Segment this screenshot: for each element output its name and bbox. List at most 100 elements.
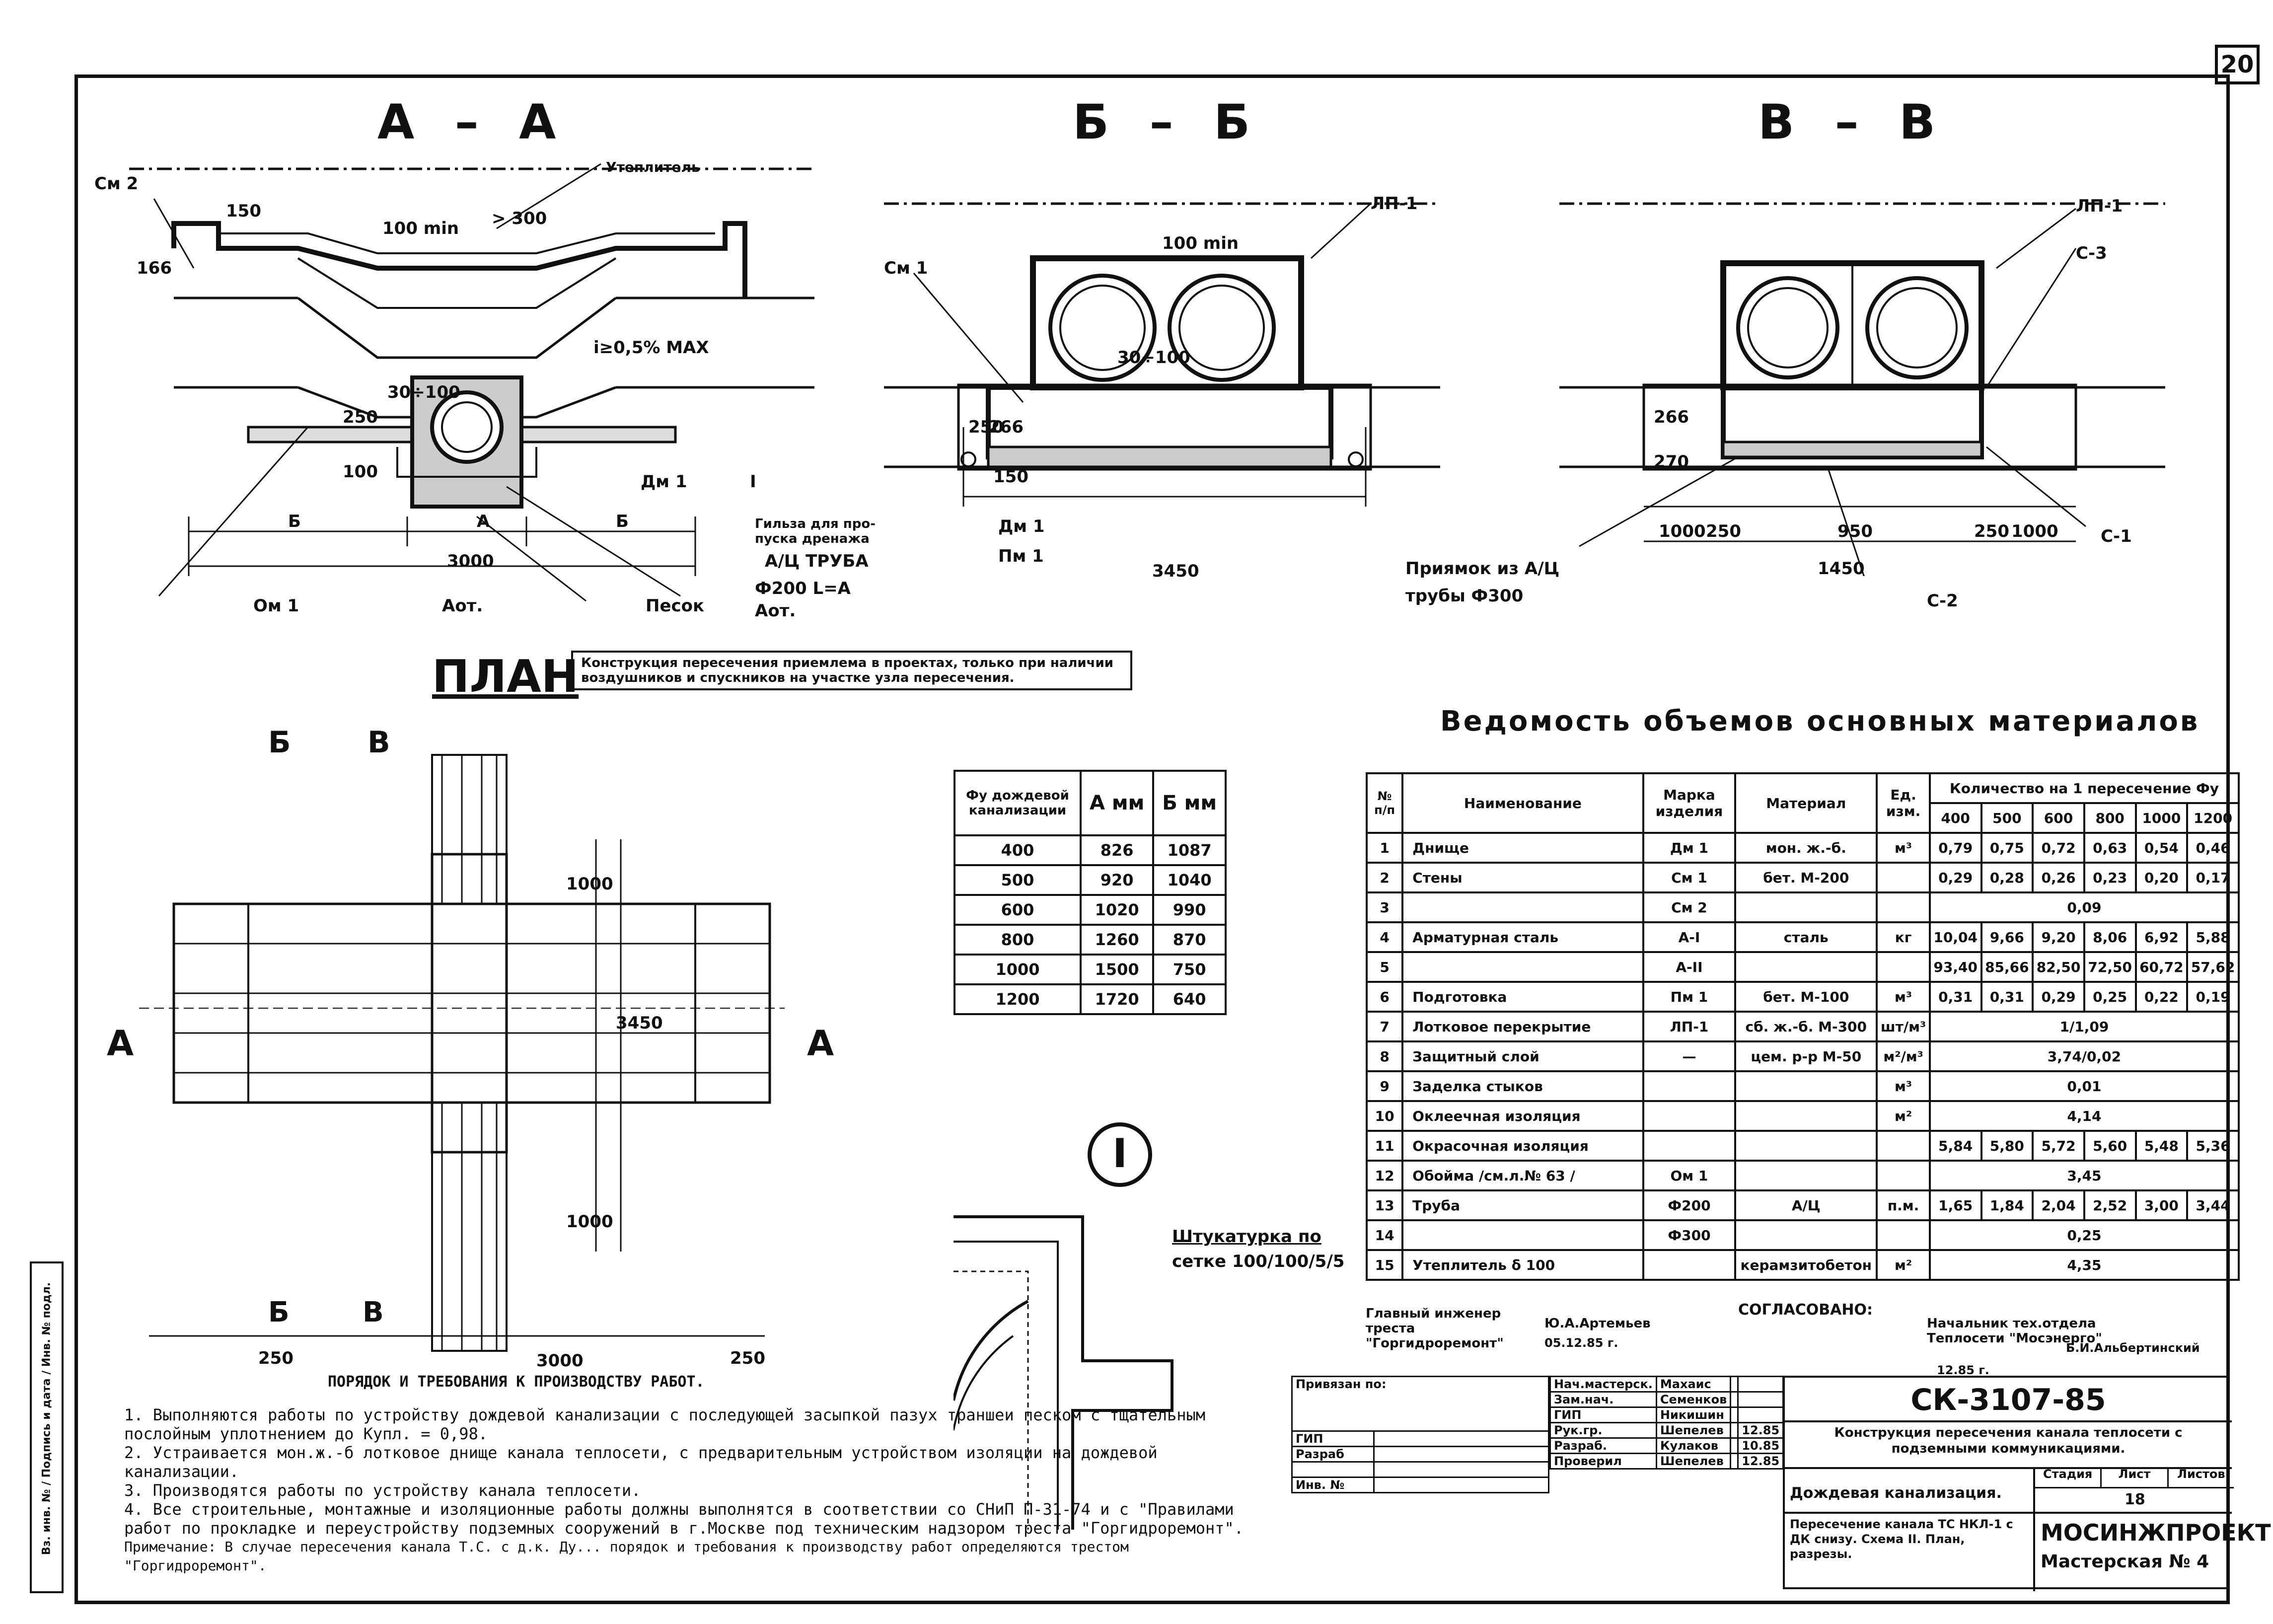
mat-cell-n: 3 [1365,891,1404,923]
mat-cell-n: 7 [1365,1011,1404,1042]
mat-cell-unit: п.м. [1876,1189,1931,1221]
tb-role-name: Махаис [1655,1376,1732,1393]
tb-role-name: Шепелев [1655,1422,1732,1439]
mat-diam: 1200 [2186,802,2240,834]
tb-role-role: Нач.мастерск. [1549,1376,1657,1393]
mat-cell-material [1734,951,1878,983]
mat-cell-mark: — [1642,1040,1737,1072]
mat-cell-name: Лотковое перекрытие [1401,1011,1644,1042]
aa-dim-100min: 100 min [382,219,459,238]
mat-cell-name: Оклеечная изоляция [1401,1100,1644,1132]
aa-dim-b2: Б [616,512,629,531]
aa-om1: Ом 1 [253,596,299,616]
plan-cut-v-bottom: В [363,1296,384,1329]
bb-dm1: Дм 1 [998,517,1045,536]
mat-cell-mark: Ф200 [1642,1189,1737,1221]
mat-cell-qty: 5,72 [2032,1130,2085,1162]
ab-header-a: А мм [1079,770,1155,836]
tb-description: Конструкция пересечения канала теплосети… [1834,1425,2183,1456]
mat-cell-n: 12 [1365,1160,1404,1191]
mat-cell-name [1401,951,1644,983]
tb-role-role: ГИП [1549,1406,1657,1423]
mat-cell-unit: м³ [1876,832,1931,864]
mat-cell-name: Труба [1401,1189,1644,1221]
mat-cell-qty: 0,17 [2186,862,2240,893]
aa-aot: Аот. [442,596,483,616]
mat-cell-unit [1876,862,1931,893]
mat-cell-qty: 0,31 [1980,981,2034,1013]
mat-cell-n: 9 [1365,1070,1404,1102]
mat-header-n: № п/п [1365,772,1404,834]
mat-cell-qty: 5,36 [2186,1130,2240,1162]
mat-cell-qty: 9,66 [1980,921,2034,953]
bb-dim-250: 250 [968,417,1004,437]
mat-cell-name: Подготовка [1401,981,1644,1013]
mat-cell-name: Стены [1401,862,1644,893]
mat-cell-qty: 1/1,09 [1928,1011,2240,1042]
mat-cell-qty: 3,74/0,02 [1928,1040,2240,1072]
mat-cell-n: 13 [1365,1189,1404,1221]
mat-cell-unit [1876,951,1931,983]
vv-dim-1000a: 1000 [1659,521,1706,541]
detail-mark: I [1112,1130,1127,1177]
mat-cell-mark [1642,1130,1737,1162]
sheet-number-box: 20 [2215,45,2260,84]
aa-sleeve: Гильза для про-пуска дренажа [755,517,876,546]
vv-c1: С-1 [2101,526,2132,546]
plan-cut-a-left: А [107,1023,134,1064]
plan-cut-a-right: А [807,1023,834,1064]
mat-cell-name: Арматурная сталь [1401,921,1644,953]
mat-cell-n: 14 [1365,1219,1404,1251]
mat-cell-qty: 0,09 [1928,891,2240,923]
section-bb-drawing [884,202,1440,507]
aa-dim-100: 100 [343,462,378,482]
mat-cell-qty: 57,62 [2186,951,2240,983]
mat-cell-n: 15 [1365,1249,1404,1281]
plan-title: ПЛАН [432,651,579,703]
approval-chief-name: Ю.А.Артемьев [1544,1316,1651,1331]
mat-cell-n: 2 [1365,862,1404,893]
mat-cell-unit [1876,1219,1931,1251]
vv-pit: Приямок из А/Ц [1405,559,1560,579]
tb-role-role: Зам.нач. [1549,1391,1657,1408]
mat-cell-material: бет. М-200 [1734,862,1878,893]
tb-role-date: 12.85 [1737,1422,1784,1439]
mat-cell-qty: 0,19 [2186,981,2240,1013]
aa-dim-150: 150 [226,201,261,221]
tb-subject: Дождевая канализация. [1790,1484,2002,1502]
mat-header-name: Наименование [1401,772,1644,834]
vv-dim-266: 266 [1654,407,1689,427]
mat-cell-material [1734,1070,1878,1102]
mat-cell-qty: 3,00 [2134,1189,2189,1221]
tb-role-name: Шепелев [1655,1453,1732,1470]
approval-head-name: Б.И.Альбертинский [2066,1341,2200,1355]
section-title-bb: Б – Б [1073,94,1262,150]
ab-header-b: Б мм [1152,770,1227,836]
mat-cell-qty: 0,23 [2083,862,2137,893]
ab-header-du: Фу дождевой канализации [953,770,1082,836]
mat-cell-material: А/Ц [1734,1189,1878,1221]
mat-cell-qty: 0,79 [1928,832,1982,864]
tb-signature [1730,1453,1739,1470]
tb-role-date [1737,1391,1784,1408]
tb-role-name: Семенков [1655,1391,1732,1408]
tb-left-row: Инв. № [1291,1476,1375,1493]
mat-cell-qty: 0,20 [2134,862,2189,893]
mat-cell-material: цем. р-р М-50 [1734,1040,1878,1072]
mat-cell-qty: 4,35 [1928,1249,2240,1281]
mat-cell-unit [1876,1130,1931,1162]
aa-pipe-d: Ф200 L=A [755,579,851,598]
mat-cell-mark: Пм 1 [1642,981,1737,1013]
tb-signature [1730,1406,1739,1423]
mat-cell-qty: 0,01 [1928,1070,2240,1102]
